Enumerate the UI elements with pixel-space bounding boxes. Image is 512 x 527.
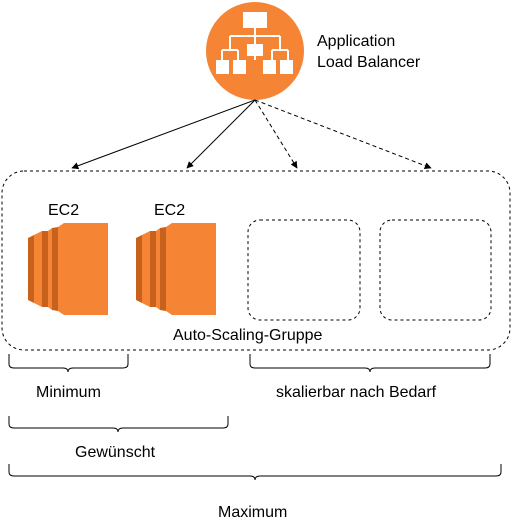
maximum-label: Maximum [218, 504, 288, 521]
scalable-slot [379, 219, 492, 321]
auto-scaling-group-label: Auto-Scaling-Gruppe [173, 327, 323, 344]
application-load-balancer-icon [206, 2, 304, 100]
desired-brace [8, 416, 229, 433]
scalable-slot [247, 219, 361, 321]
load-balancer-label-line1: Application [317, 33, 396, 50]
arrow-to-scalable-slot-1 [254, 99, 298, 169]
scalable-label: skalierbar nach Bedarf [276, 384, 437, 401]
minimum-brace [8, 354, 129, 373]
ec2-instance-icon [28, 223, 108, 315]
arrow-to-ec2-2 [186, 99, 256, 169]
ec2-label: EC2 [154, 202, 186, 219]
ec2-instance-icon [136, 223, 216, 315]
arrow-to-scalable-slot-2 [254, 99, 432, 169]
load-balancer-label-line2: Load Balancer [317, 54, 421, 71]
desired-label: Gewünscht [75, 444, 156, 461]
ec2-label: EC2 [48, 202, 80, 219]
maximum-brace [8, 464, 502, 481]
arrow-to-ec2-1 [71, 99, 256, 170]
auto-scaling-group-box [1, 170, 511, 351]
scalable-brace [249, 354, 491, 373]
minimum-label: Minimum [36, 384, 101, 401]
